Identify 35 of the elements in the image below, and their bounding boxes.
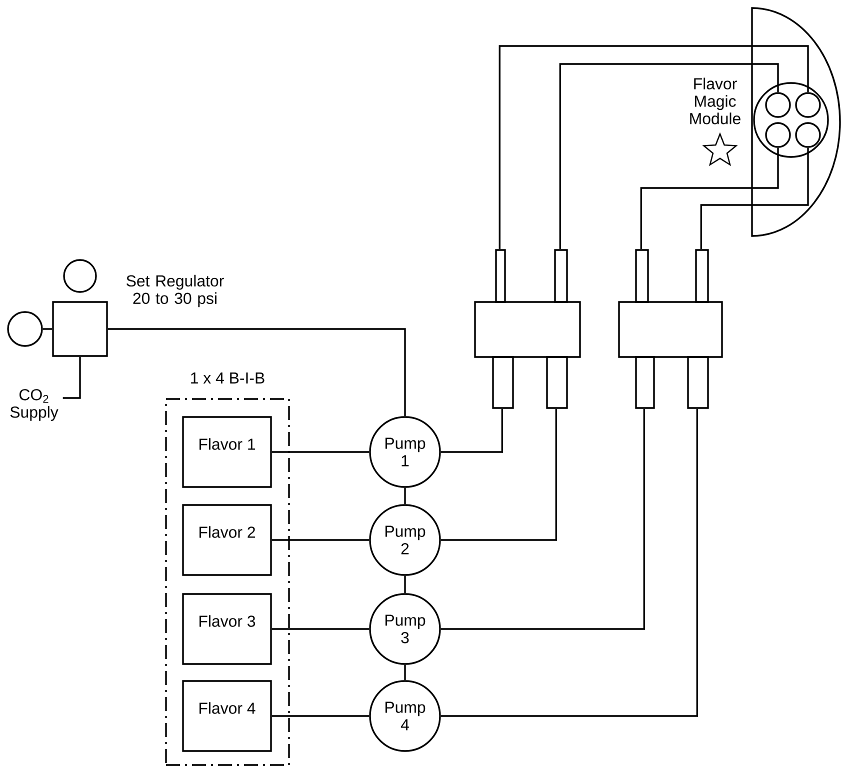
flavor-box: Flavor 1	[182, 416, 272, 488]
connecting-line	[272, 539, 370, 541]
manifold-block	[618, 249, 723, 409]
connecting-line	[640, 148, 779, 250]
port-circle	[765, 122, 791, 148]
connecting-line	[272, 628, 370, 630]
flavor-box: Flavor 3	[182, 593, 272, 665]
flavor-box: Flavor 2	[182, 504, 272, 576]
connecting-line	[404, 488, 406, 504]
regulator-label: Set Regulator 20 to 30 psi	[126, 274, 224, 308]
connecting-line	[440, 408, 698, 717]
connecting-line	[498, 45, 809, 250]
frame-title: 1 x 4 B-I-B	[191, 372, 264, 384]
port-circle	[765, 92, 791, 118]
gauge-circle	[7, 311, 43, 347]
connecting-line	[404, 664, 406, 680]
port-circle	[795, 92, 821, 118]
connecting-line	[108, 328, 406, 416]
port-circle	[795, 122, 821, 148]
connecting-line	[440, 408, 557, 541]
connecting-line	[559, 63, 779, 250]
connecting-line	[700, 148, 809, 250]
port-plate	[753, 82, 829, 158]
supply-label: CO$_{2}$ Supply	[10, 389, 58, 421]
gauge-circle	[63, 259, 97, 293]
manifold-block	[474, 249, 581, 409]
connecting-line	[42, 328, 52, 330]
connecting-line	[440, 408, 503, 453]
flavor-box: Flavor 4	[182, 680, 272, 752]
connecting-line	[272, 715, 370, 717]
connecting-line	[404, 576, 406, 594]
connecting-line	[272, 451, 370, 453]
module-label: Flavor Magic Module	[690, 78, 740, 124]
connecting-line	[440, 408, 645, 630]
connecting-line	[62, 356, 81, 399]
